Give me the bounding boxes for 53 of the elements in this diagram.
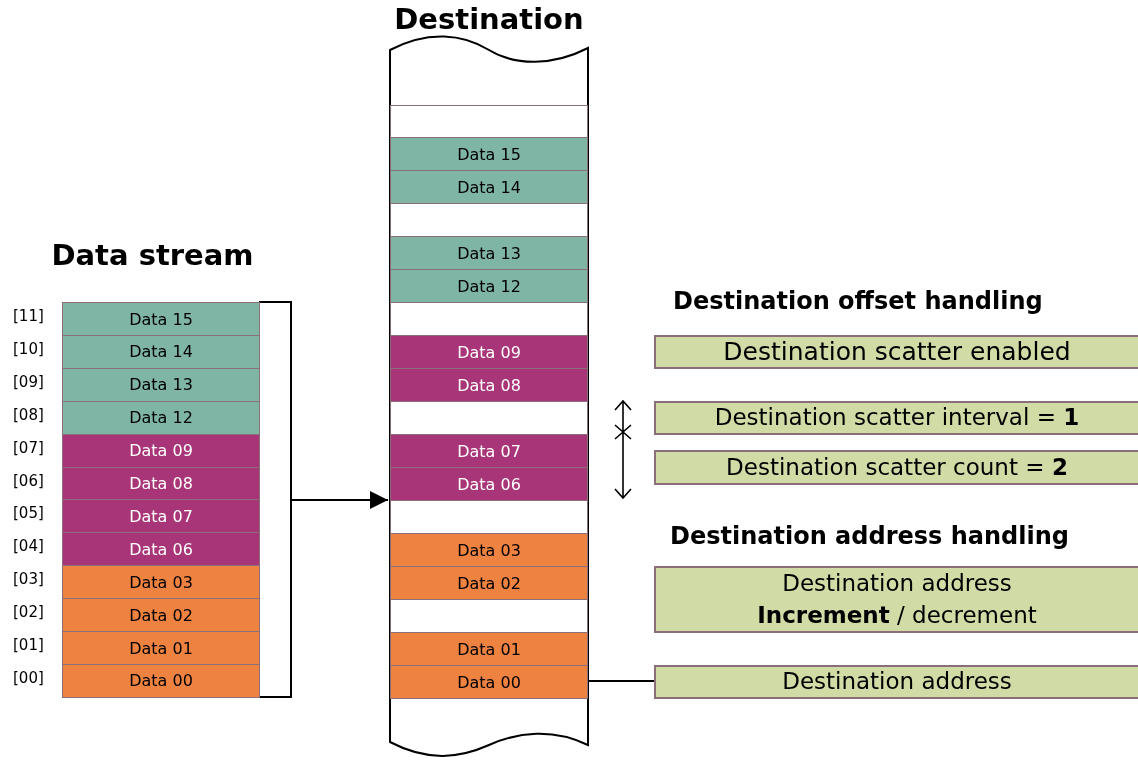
index-label: [09] [13, 372, 44, 391]
data-cell: Data 01 [390, 632, 588, 666]
index-label: [00] [13, 668, 44, 687]
setting-field: Destination scatter count = 2 [654, 450, 1138, 485]
data-cell: Data 12 [390, 269, 588, 303]
data-cell: Data 14 [390, 170, 588, 204]
empty-cell [390, 203, 588, 237]
data-cell: Data 06 [62, 532, 260, 567]
data-cell: Data 09 [390, 335, 588, 369]
index-label: [06] [13, 471, 44, 490]
data-cell: Data 13 [62, 367, 260, 402]
index-label: [10] [13, 339, 44, 358]
data-cell: Data 08 [390, 368, 588, 402]
data-cell: Data 02 [62, 598, 260, 633]
empty-cell [390, 302, 588, 336]
index-label: [02] [13, 603, 44, 622]
data-cell: Data 03 [390, 533, 588, 567]
section-heading: Destination address handling [670, 522, 1069, 550]
index-label: [07] [13, 438, 44, 457]
data-cell: Data 00 [390, 665, 588, 699]
data-cell: Data 15 [62, 302, 260, 336]
data-cell: Data 07 [62, 499, 260, 534]
data-cell: Data 06 [390, 467, 588, 501]
data-cell: Data 00 [62, 663, 260, 698]
data-cell: Data 14 [62, 334, 260, 369]
setting-field: Destination address [654, 665, 1138, 699]
data-cell: Data 13 [390, 236, 588, 270]
column-heading: Destination [393, 2, 585, 36]
index-label: [04] [13, 537, 44, 556]
data-cell: Data 07 [390, 434, 588, 468]
empty-cell [390, 105, 588, 139]
data-cell: Data 02 [390, 566, 588, 600]
empty-cell [390, 401, 588, 435]
index-label: [11] [13, 307, 44, 325]
empty-cell [390, 500, 588, 534]
data-cell: Data 15 [390, 137, 588, 171]
index-label: [01] [13, 636, 44, 654]
data-cell: Data 12 [62, 400, 260, 435]
column-heading: Data stream [50, 238, 255, 272]
empty-cell [390, 599, 588, 633]
connector-line [587, 680, 655, 682]
arrow [291, 491, 389, 509]
index-label: [03] [13, 570, 44, 589]
setting-field: Destination scatter interval = 1 [654, 401, 1138, 435]
index-label: [08] [13, 405, 44, 424]
setting-field: Destination scatter enabled [654, 335, 1138, 369]
section-heading: Destination offset handling [673, 287, 1043, 315]
data-cell: Data 08 [62, 466, 260, 501]
data-cell: Data 03 [62, 565, 260, 600]
data-cell: Data 09 [62, 433, 260, 468]
setting-field: Destination address Increment / decrement [654, 566, 1138, 633]
data-cell: Data 01 [62, 631, 260, 665]
index-label: [05] [13, 504, 44, 523]
